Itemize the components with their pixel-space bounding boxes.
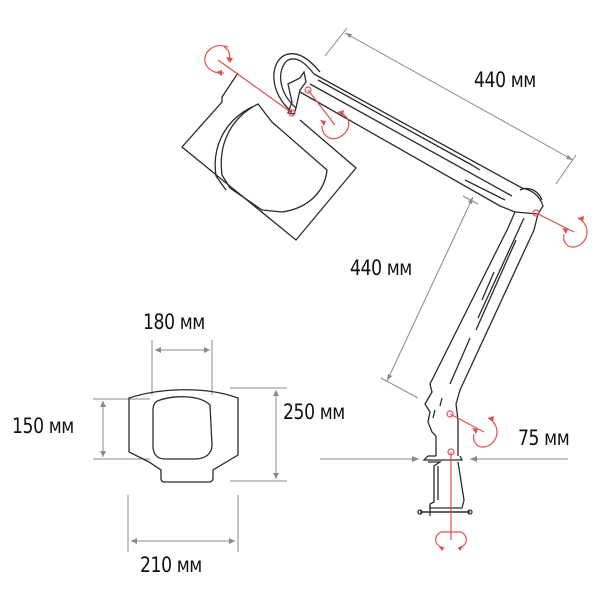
upper-arm-length-label: 440 мм [474,68,536,92]
rotation-markers [204,45,588,549]
rotation-marker-elbow [532,209,588,248]
table-clamp [417,455,473,516]
lens-width-label: 180 мм [143,310,205,334]
rotation-arrowheads [216,57,584,551]
head-yoke [273,53,321,115]
upper-arm [299,73,544,215]
lower-arm [424,211,539,456]
lamp-head [181,72,357,241]
lens-height-label: 150 мм [12,414,74,438]
head-width-label: 210 мм [140,553,202,577]
rotation-marker-clamp-swivel [435,448,467,549]
dimension-arrows [100,33,573,544]
clamp-opening-label: 75 мм [518,426,570,450]
head-front-view [128,389,239,483]
rotation-marker-base [446,410,498,448]
head-height-label: 250 мм [283,400,345,424]
rotation-marker-head-pivot [304,86,350,140]
dimension-lines [93,27,577,552]
lower-arm-length-label: 440 мм [350,256,412,280]
